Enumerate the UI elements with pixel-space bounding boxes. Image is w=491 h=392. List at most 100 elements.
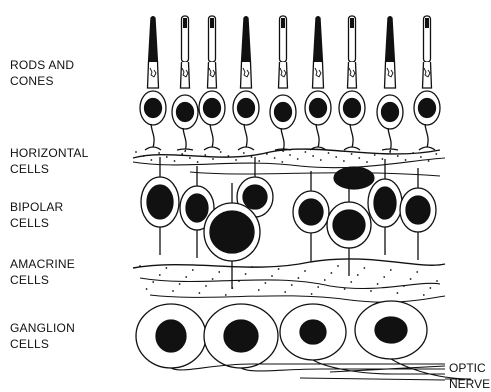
horizontal-dendrite-dot	[258, 160, 260, 162]
nucleus	[374, 187, 396, 219]
synaptic-pedicle	[204, 147, 220, 150]
amacrine-dendrite-dot	[265, 282, 267, 284]
cone-outer-segment	[386, 17, 395, 63]
outer-plexiform-layer	[133, 158, 445, 168]
nucleus	[238, 99, 255, 118]
rod-outer-tip	[350, 18, 354, 28]
horizontal-dendrite-dot	[328, 152, 330, 154]
horizontal-dendrite-dot	[412, 152, 414, 154]
rod-cell	[172, 16, 198, 152]
bipolar-cell	[141, 157, 179, 255]
optic-nerve-fibers	[171, 359, 471, 380]
bipolar-cell	[293, 171, 329, 261]
amacrine-cell-layer	[133, 259, 445, 302]
horizontal-dendrite-dot	[320, 159, 322, 161]
label-optic-nerve: OPTIC NERVE	[449, 360, 490, 392]
horizontal-dendrite-dot	[158, 152, 160, 154]
amacrine-dendrite-dot	[298, 277, 300, 279]
amacrine-dendrite-dot	[245, 273, 247, 275]
amacrine-dendrite-dot	[185, 276, 187, 278]
amacrine-dendrite-dot	[258, 289, 260, 291]
nucleus	[344, 99, 361, 118]
rod-cell	[414, 16, 440, 150]
amacrine-dendrite-dot	[377, 283, 379, 285]
amacrine-dendrite-dot	[251, 266, 253, 268]
inner-segment	[208, 62, 217, 88]
horizontal-dendrite-dot	[351, 153, 353, 155]
horizontal-dendrite-dot	[420, 156, 422, 158]
bipolar-cell-layer	[141, 157, 436, 289]
inner-segment	[313, 62, 324, 88]
amacrine-dendrite-dot	[179, 283, 181, 285]
nucleus	[243, 185, 267, 209]
synaptic-pedicle	[238, 147, 254, 150]
amacrine-dendrite-dot	[238, 280, 240, 282]
amacrine-dendrite-dot	[344, 288, 346, 290]
amacrine-dendrite-dot	[225, 294, 227, 296]
horizontal-dendrite-dot	[143, 155, 145, 157]
horizontal-dendrite-dot	[166, 156, 168, 158]
amacrine-dendrite-dot	[291, 284, 293, 286]
amacrine-dendrite-dot	[284, 291, 286, 293]
inner-segment	[181, 62, 190, 88]
horizontal-dendrite-dot	[389, 151, 391, 153]
ganglion-cell-layer	[136, 301, 427, 368]
axon	[316, 124, 319, 148]
rod-outer-tip	[183, 18, 187, 28]
amacrine-dendrite-dot	[152, 281, 154, 283]
horizontal-dendrite-dot	[243, 152, 245, 154]
rod-outer-tip	[425, 18, 429, 28]
amacrine-dendrite-dot	[278, 268, 280, 270]
inner-segment	[241, 62, 252, 88]
nucleus	[145, 99, 162, 118]
amacrine-dendrite-dot	[146, 288, 148, 290]
rod-outer-tip	[210, 18, 214, 28]
nucleus	[333, 210, 365, 240]
inner-plexiform-layer	[140, 278, 440, 289]
inner-segment	[423, 62, 432, 88]
axon	[244, 124, 247, 148]
amacrine-dendrite-dot	[357, 274, 359, 276]
horizontal-dendrite-dot	[212, 158, 214, 160]
horizontal-dendrite-dot	[174, 160, 176, 162]
amacrine-dendrite-dot	[370, 290, 372, 292]
amacrine-process	[150, 295, 445, 302]
amacrine-dendrite-dot	[271, 275, 273, 277]
horizontal-dendrite-dot	[374, 154, 376, 156]
amacrine-dendrite-dot	[383, 276, 385, 278]
amacrine-dendrite-dot	[311, 293, 313, 295]
nucleus	[156, 320, 186, 352]
ganglion-cell	[280, 304, 346, 360]
optic-nerve-fiber	[300, 378, 445, 380]
nucleus	[375, 317, 407, 343]
outer-plexiform-layer	[133, 149, 440, 158]
cone-outer-segment	[242, 17, 251, 63]
amacrine-dendrite-dot	[218, 271, 220, 273]
axon	[425, 124, 428, 148]
nucleus	[419, 99, 436, 118]
amacrine-dendrite-dot	[436, 280, 438, 282]
horizontal-cell-layer	[133, 149, 445, 189]
horizontal-dendrite-dot	[297, 158, 299, 160]
cone-outer-segment	[149, 17, 158, 63]
synaptic-pedicle	[177, 149, 193, 150]
horizontal-dendrite-dot	[382, 158, 384, 160]
axon	[350, 124, 353, 148]
amacrine-dendrite-dot	[390, 269, 392, 271]
amacrine-dendrite-dot	[350, 281, 352, 283]
inner-segment	[279, 62, 288, 88]
horizontal-dendrite-dot	[312, 155, 314, 157]
horizontal-dendrite-dot	[289, 154, 291, 156]
amacrine-dendrite-dot	[212, 278, 214, 280]
inner-segment	[385, 62, 396, 88]
amacrine-dendrite-dot	[410, 278, 412, 280]
amacrine-dendrite-dot	[423, 294, 425, 296]
bipolar-cell	[400, 168, 436, 260]
horizontal-dendrite-dot	[189, 157, 191, 159]
label-line: NERVE	[449, 376, 490, 392]
horizontal-dendrite-dot	[266, 153, 268, 155]
amacrine-dendrite-dot	[232, 287, 234, 289]
horizontal-dendrite-dot	[151, 159, 153, 161]
rod-outer-tip	[281, 18, 285, 28]
